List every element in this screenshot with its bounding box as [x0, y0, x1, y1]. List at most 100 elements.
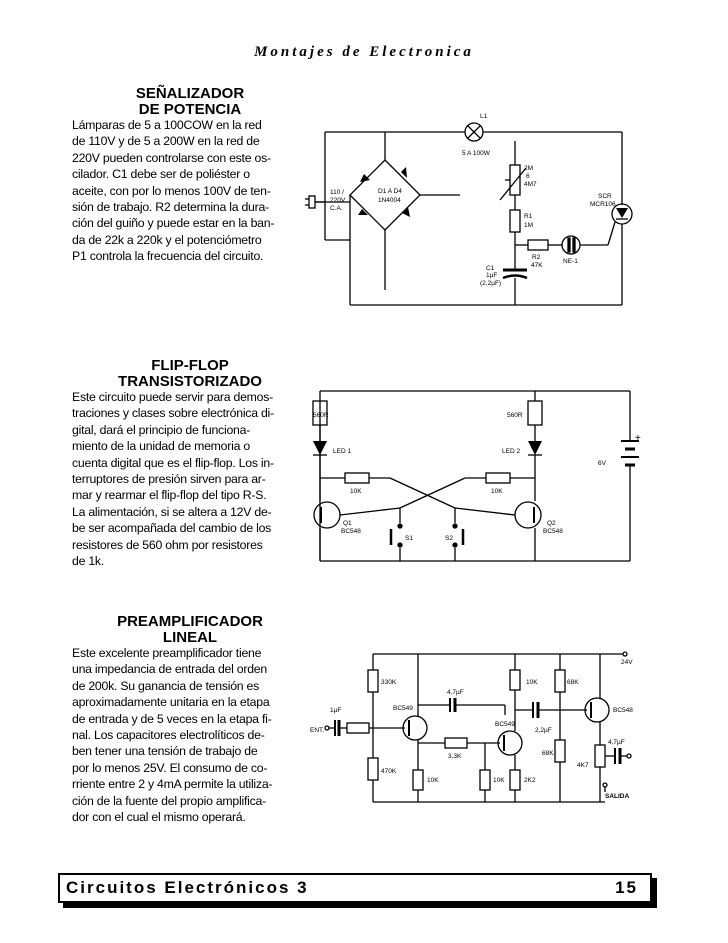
transistor-q1 [402, 715, 428, 741]
diode-bridge [349, 132, 460, 290]
battery-6v [621, 438, 639, 475]
resistor-10k-q1 [412, 769, 424, 791]
label-scr: SCR [598, 193, 612, 200]
section-2-title: FLIP-FLOP TRANSISTORIZADO [100, 358, 280, 390]
title-line: LINEAL [162, 629, 218, 646]
neon-lamp [561, 235, 581, 255]
capacitor-47-output [614, 748, 622, 764]
schematic-preamp: ENT. [310, 651, 633, 803]
label-r1: R1 [524, 213, 533, 220]
body-line: de 1k. [72, 554, 104, 569]
title-line: SEÑALIZADOR [135, 85, 245, 102]
switch-s2 [452, 508, 465, 561]
resistor-33k [444, 737, 468, 749]
label-r560: 560R [507, 412, 523, 419]
body-line: aproximadamente unitaria en la etapa [72, 695, 270, 710]
label-lamp: 5 A 100W [462, 150, 491, 157]
label-68k: 68K [567, 679, 579, 686]
body-line: 220V pueden controlarse con este os- [72, 150, 271, 165]
title-line: PREAMPLIFICADOR [117, 613, 263, 630]
switch-s1 [389, 508, 403, 561]
label-pot: 6 [526, 173, 530, 180]
label-24v: 24V [621, 659, 633, 666]
label-r1: 1M [524, 222, 533, 229]
capacitor-47-feedback [449, 698, 457, 712]
label-r2: 47K [531, 262, 543, 269]
label-10k: 10K [493, 777, 505, 784]
body-line: aceite, con por lo menos 100V de ten- [72, 183, 271, 198]
section-3-body: Este excelente preamplificador tiene una… [72, 645, 273, 825]
body-line: mar y rearmar el flip-flop del tipo R-S. [72, 488, 267, 503]
label-s1: S1 [405, 535, 413, 542]
label-mains: 110 / [330, 189, 344, 196]
body-line: ción de la fuente del propio amplifica- [72, 793, 266, 808]
body-line: miento de la unidad de memoria o [72, 439, 250, 454]
lamp-l1 [464, 122, 484, 142]
section-1-title: SEÑALIZADOR DE POTENCIA [120, 86, 260, 118]
body-line: be ser acompañada del cambio de los [72, 521, 272, 536]
diode-icons [358, 167, 410, 217]
body-line: gital, dará el principio de funciona- [72, 422, 251, 437]
label-pot: 4M7 [524, 181, 537, 188]
body-line: rriente entre 2 y 4mA permite la utiliza… [72, 777, 273, 792]
body-line: de 200k. Su ganancia de tensión es [72, 678, 260, 693]
label-diodes: 1N4004 [378, 197, 401, 204]
body-line: P1 controla la frecuencia del circuito. [72, 249, 264, 264]
transistor-q1 [313, 501, 341, 529]
label-mains: 220V [330, 197, 346, 204]
label-330k: 330K [381, 679, 397, 686]
section-1-body: Lámparas de 5 a 100COW en la red de 110V… [72, 117, 274, 265]
body-line: ción del guiño y puede estar en la ban- [72, 216, 275, 231]
body-line: de 110V y de 5 a 200W en la red de [72, 134, 260, 149]
label-q1: BC548 [341, 528, 361, 535]
schematic-flipflop: 560R 560R LED 1 LED 2 10K 10K Q1 BC548 Q… [312, 390, 641, 562]
label-r2: R2 [532, 254, 541, 261]
resistor-560-right [527, 400, 543, 426]
body-line: terruptores de presión sirven para ar- [72, 472, 266, 487]
label-2k2: 2K2 [524, 777, 536, 784]
resistor-r2 [527, 239, 549, 251]
label-q1: BC549 [393, 705, 413, 712]
resistor-2k2 [509, 769, 521, 791]
label-salida: SALIDA [605, 793, 630, 800]
label-r10k: 10K [491, 488, 503, 495]
resistor-10k-left [344, 472, 370, 484]
body-line: una impedancia de entrada del orden [72, 662, 267, 677]
label-plus: + [635, 433, 641, 444]
label-68k: 68K [542, 750, 554, 757]
body-line: dor con el cual el mismo operará. [72, 810, 246, 825]
transistor-q2 [514, 501, 542, 529]
footer-title: Circuitos Electrónicos 3 [66, 878, 309, 897]
capacitor-c1 [502, 268, 528, 280]
label-10k: 10K [526, 679, 538, 686]
label-r560: 560R [313, 412, 329, 419]
section-3-title: PREAMPLIFICADOR LINEAL [100, 614, 280, 646]
label-q2: BC548 [543, 528, 563, 535]
resistor-470k [367, 757, 379, 781]
body-line: cuenta digital que es el flip-flop. Los … [72, 455, 274, 470]
label-mains: C.A. [330, 205, 343, 212]
label-s2: S2 [445, 535, 453, 542]
title-line: TRANSISTORIZADO [118, 373, 262, 390]
title-line: FLIP-FLOP [151, 357, 229, 374]
label-10k: 10K [427, 777, 439, 784]
label-diodes: D1 A D4 [378, 188, 402, 195]
label-c1: 1µF [486, 272, 497, 279]
body-line: La alimentación, si se altera a 12V de- [72, 504, 272, 519]
transistor-q2 [497, 730, 523, 756]
label-led1: LED 1 [333, 448, 351, 455]
label-ent: ENT. [310, 727, 324, 734]
label-r10k: 10K [350, 488, 362, 495]
body-line: nal. Los capacitores electrolíticos de- [72, 728, 265, 743]
label-battery: 6V [598, 460, 607, 467]
page-header: Montajes de Electronica [254, 44, 474, 60]
label-4k7: 4K7 [577, 762, 589, 769]
page-number: 15 [615, 878, 638, 897]
resistor-68k-top [554, 669, 566, 693]
label-led2: LED 2 [502, 448, 520, 455]
label-22uf: 2,2µF [535, 727, 552, 734]
led-1 [313, 441, 327, 456]
body-line: da de 22k a 220k y el potenciómetro [72, 232, 262, 247]
potentiometer-4k7 [594, 744, 615, 768]
body-line: resistores de 560 ohm por resistores [72, 537, 263, 552]
